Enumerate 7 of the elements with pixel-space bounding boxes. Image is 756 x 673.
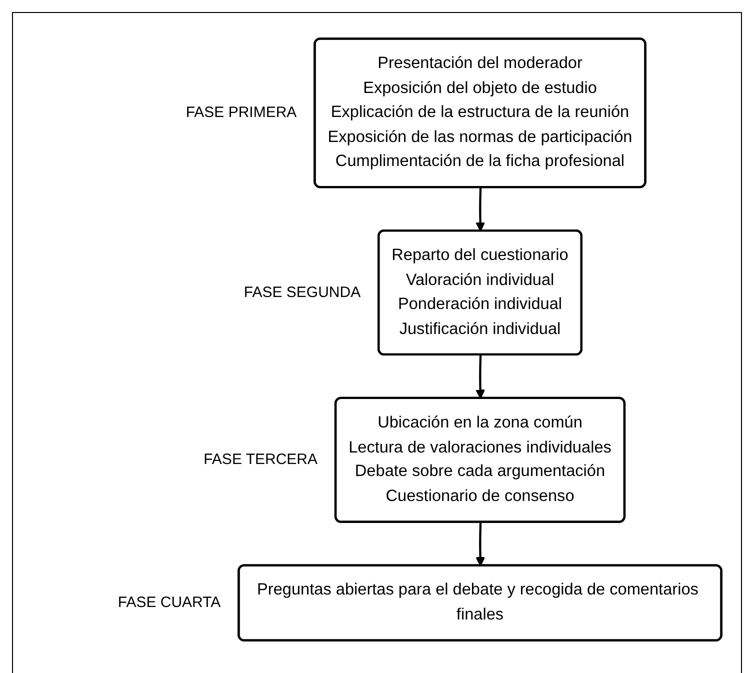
phase-label: FASE CUARTA <box>118 594 221 612</box>
arrow <box>476 188 486 232</box>
arrow <box>476 354 486 399</box>
phase-label: FASE SEGUNDA <box>244 284 361 301</box>
arrow <box>476 522 486 566</box>
phase-label: FASE PRIMERA <box>186 104 297 122</box>
phase-label: FASE TERCERA <box>204 451 318 468</box>
